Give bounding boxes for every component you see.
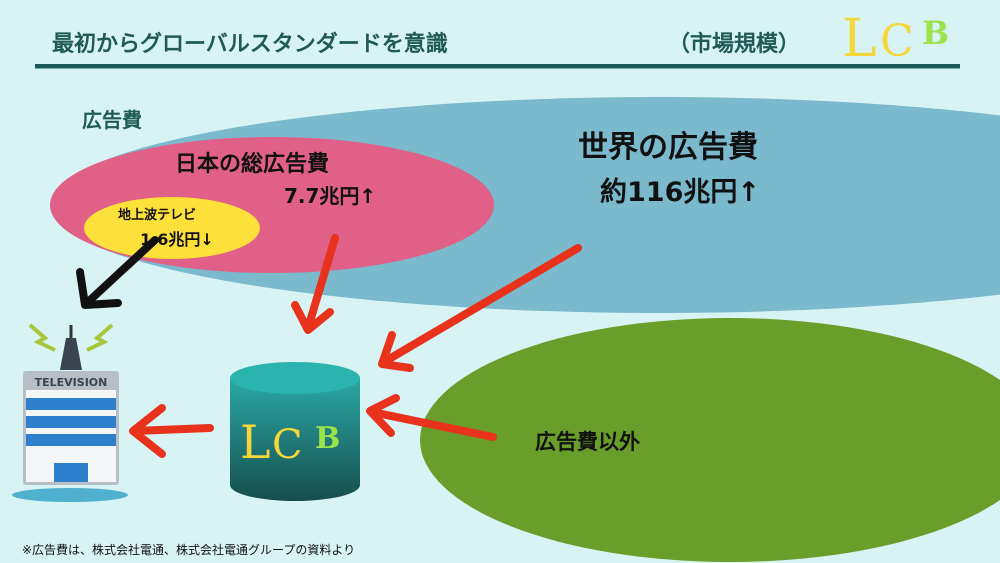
red-arrow-japan xyxy=(291,234,339,334)
svg-text:C: C xyxy=(272,422,303,468)
page-subtitle: （市場規模） xyxy=(668,32,801,57)
non-ad-label: 広告費以外 xyxy=(535,430,640,454)
page-title: 最初からグローバルスタンダードを意識 xyxy=(52,32,448,57)
svg-text:B: B xyxy=(315,421,340,456)
svg-text:L: L xyxy=(240,415,271,469)
world-ad-value: 約116兆円↑ xyxy=(600,177,760,208)
tv-ad-title: 地上波テレビ xyxy=(118,208,197,223)
red-arrow-world xyxy=(378,244,582,372)
tv-ellipse xyxy=(84,197,260,259)
lcb-database-icon: L C B xyxy=(230,362,360,501)
tv-station-icon: TELEVISION xyxy=(12,323,128,502)
title-divider xyxy=(35,64,960,69)
black-arrow xyxy=(76,236,159,309)
svg-text:B: B xyxy=(922,14,949,52)
ad-spend-label: 広告費 xyxy=(82,108,142,132)
header-logo: L C B xyxy=(842,9,949,69)
tv-ad-value: 1.6兆円↓ xyxy=(140,230,214,249)
japan-ad-title: 日本の総広告費 xyxy=(175,152,330,177)
tv-sign: TELEVISION xyxy=(35,376,108,389)
world-ad-title: 世界の広告費 xyxy=(578,130,758,165)
red-arrow-tv xyxy=(129,404,214,458)
svg-text:C: C xyxy=(880,16,914,67)
japan-ad-value: 7.7兆円↑ xyxy=(284,184,377,208)
svg-text:L: L xyxy=(842,9,877,69)
footnote: ※広告費は、株式会社電通、株式会社電通グループの資料より xyxy=(22,543,356,557)
red-arrow-other xyxy=(366,394,497,441)
other-ellipse xyxy=(420,318,1000,562)
